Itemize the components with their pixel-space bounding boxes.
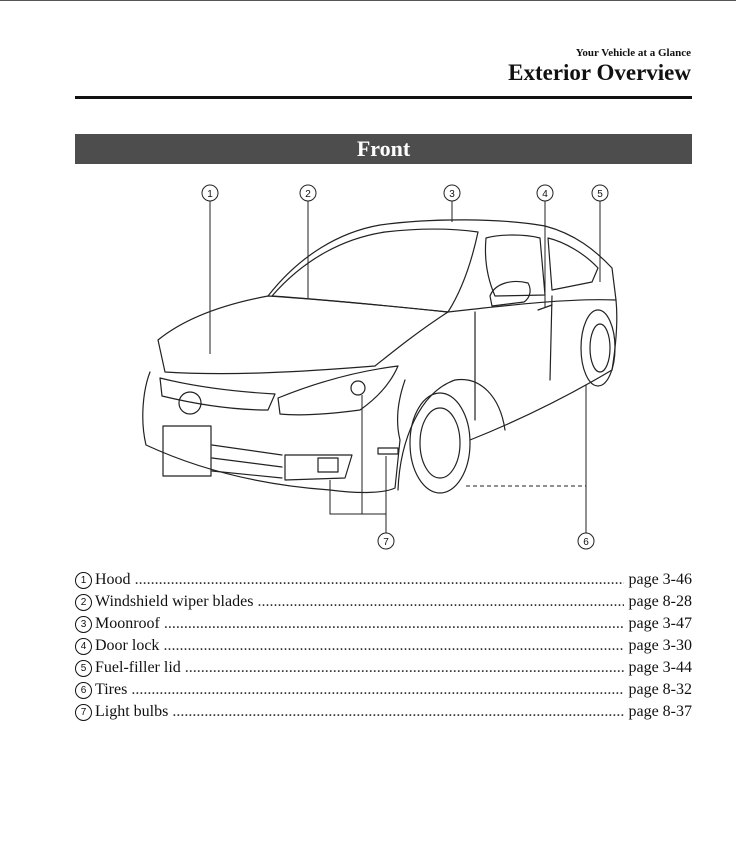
rear-tire [580,309,616,387]
index-row-tires: 6 Tires ................................… [75,681,692,703]
page-reference: page 8-28 [628,593,692,610]
index-row-light-bulbs: 7 Light bulbs ..........................… [75,703,692,725]
leader-dots: ........................................… [131,681,625,698]
front-tire [409,392,471,494]
index-row-wiper: 2 Windshield wiper blades ..............… [75,593,692,615]
front-side-window [484,234,546,297]
rear-rim [589,323,611,373]
hood-outline [157,295,449,375]
index-number: 7 [75,704,92,721]
callout-3: 3 [449,189,455,200]
lower-grille [211,444,283,479]
front-bumper [142,371,406,494]
front-banner: Front [75,134,692,164]
side-mirror [489,280,531,307]
section-title: Your Vehicle at a Glance [575,47,691,59]
index-number: 2 [75,594,92,611]
index-label: Fuel-filler lid [95,659,181,676]
callout-6: 6 [583,537,589,548]
index-number: 1 [75,572,92,589]
door-line [474,295,553,421]
page-reference: page 8-37 [628,703,692,720]
callout-1: 1 [207,189,213,200]
leader-dots: ........................................… [184,659,625,676]
page-reference: page 3-46 [628,571,692,588]
callout-4: 4 [542,189,548,200]
index-number: 4 [75,638,92,655]
callout-2: 2 [305,189,311,200]
index-row-hood: 1 Hood .................................… [75,571,692,593]
callout-5: 5 [597,189,603,200]
index-number: 3 [75,616,92,633]
leader-dots: ........................................… [257,593,624,610]
index-label: Windshield wiper blades [95,593,254,610]
index-label: Light bulbs [95,703,169,720]
leader-dots: ........................................… [163,615,625,632]
page-reference: page 8-32 [628,681,692,698]
license-plate [162,425,212,477]
top-rule [0,0,736,1]
page-reference: page 3-47 [628,615,692,632]
index-label: Door lock [95,637,160,654]
side-marker [377,447,399,455]
front-wheel-arch [397,378,506,491]
headlight [277,365,399,416]
page-title: Exterior Overview [508,60,691,85]
callout-7: 7 [383,537,389,548]
rear-side-window [547,237,599,291]
sill [469,369,613,441]
windshield [271,228,479,313]
grille [159,377,276,411]
index-row-fuel-filler: 5 Fuel-filler lid ......................… [75,659,692,681]
leader-dots: ........................................… [134,571,625,588]
index-number: 6 [75,682,92,699]
roof-outline [267,219,617,301]
index-label: Moonroof [95,615,160,632]
front-rim [419,407,461,479]
car-illustration: 1 2 3 4 5 6 7 [142,184,618,550]
index-row-door-lock: 4 Door lock ............................… [75,637,692,659]
headlight-lamp [350,380,366,396]
header-divider [75,96,692,99]
leader-dots: ........................................… [172,703,625,720]
leader-dots: ........................................… [163,637,624,654]
page-reference: page 3-30 [628,637,692,654]
index-row-moonroof: 3 Moonroof .............................… [75,615,692,637]
emblem [178,391,202,415]
fog-light [284,454,353,481]
index-label: Tires [95,681,128,698]
page-reference: page 3-44 [628,659,692,676]
index-label: Hood [95,571,131,588]
index-number: 5 [75,660,92,677]
parts-index: 1 Hood .................................… [75,571,692,725]
body-side [447,299,618,371]
fog-lamp [317,457,339,473]
